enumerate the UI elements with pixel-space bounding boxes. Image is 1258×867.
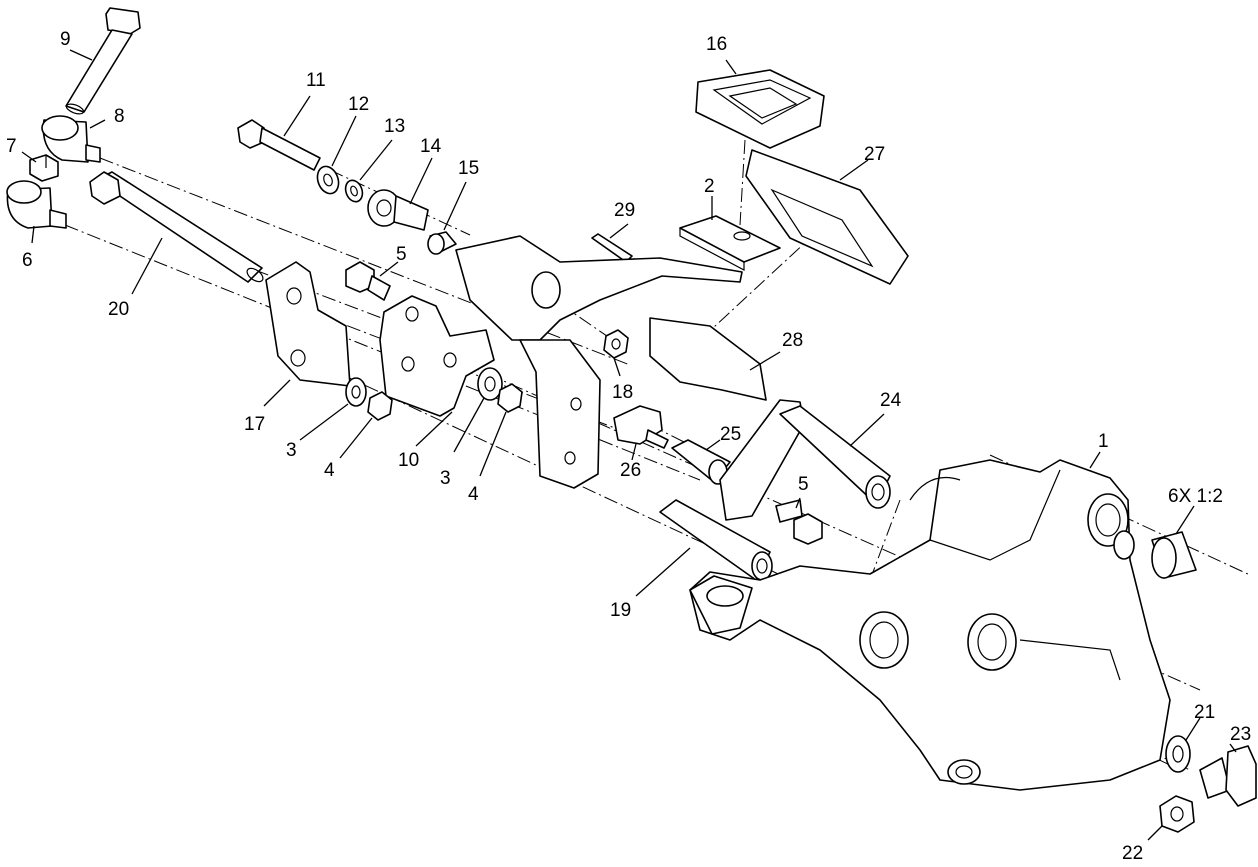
callout-12: 12 <box>348 94 369 115</box>
part-26-fitting <box>613 405 669 449</box>
part-9-bolt <box>65 7 141 115</box>
callout-9: 9 <box>60 29 71 50</box>
bushing-6x <box>1113 530 1197 579</box>
part-10-bracket <box>379 295 495 417</box>
part-23-bolt <box>1199 745 1257 807</box>
callout-5-upper: 5 <box>396 244 407 265</box>
part-17-bracket <box>265 261 351 387</box>
part-12-washer <box>316 165 340 195</box>
part-3-washer-right <box>477 367 503 401</box>
callout-1: 1 <box>1098 431 1109 452</box>
part-29-pin <box>591 233 633 263</box>
part-18-nut <box>603 329 629 359</box>
callout-27: 27 <box>864 144 885 165</box>
part-4-nut-right <box>497 383 523 413</box>
callout-16: 16 <box>706 34 727 55</box>
part-22-nut <box>1159 795 1195 833</box>
callout-6x-1-2: 6X 1:2 <box>1168 486 1223 507</box>
callout-20: 20 <box>108 299 129 320</box>
part-25-sleeve <box>671 439 731 485</box>
part-27-pedal <box>745 149 909 285</box>
part-13-washer <box>344 179 364 203</box>
part-4-nut-left <box>367 391 393 421</box>
pedal-arm <box>455 235 743 489</box>
callout-24: 24 <box>880 390 902 411</box>
part-7-nut <box>29 154 59 182</box>
leader-lines <box>21 49 1237 841</box>
callout-11: 11 <box>306 70 326 91</box>
part-24-lever <box>719 399 891 521</box>
part-15-bushing <box>427 231 457 255</box>
part-19-tube <box>659 499 773 581</box>
callout-15: 15 <box>458 158 479 179</box>
callout-3-left: 3 <box>286 440 297 461</box>
part-20-shaft <box>89 171 264 283</box>
callout-3-right: 3 <box>440 468 451 489</box>
callout-18: 18 <box>612 382 633 403</box>
callout-labels: 1 2 3 3 4 4 5 5 6 7 8 9 10 11 12 13 14 1… <box>6 29 1251 864</box>
part-14-rod-end <box>367 189 429 231</box>
part-3-washer-left <box>345 377 367 407</box>
callout-8: 8 <box>114 106 125 127</box>
callout-14: 14 <box>420 136 442 157</box>
callout-4-left: 4 <box>324 460 335 481</box>
callout-2: 2 <box>704 176 715 197</box>
callout-10: 10 <box>398 450 419 471</box>
part-21-washer <box>1165 735 1191 773</box>
callout-25: 25 <box>720 424 741 445</box>
callout-23: 23 <box>1230 724 1251 745</box>
callout-21: 21 <box>1194 702 1215 723</box>
callout-6: 6 <box>22 250 33 271</box>
part-8-spacer <box>41 115 101 163</box>
part-16-pedal-pad <box>695 69 825 149</box>
callout-19: 19 <box>610 600 631 621</box>
part-2-plate <box>679 215 781 271</box>
part-28-cover <box>649 317 767 401</box>
part-6-spacer <box>6 180 67 229</box>
callout-29: 29 <box>614 200 635 221</box>
callout-17: 17 <box>244 414 265 435</box>
callout-7: 7 <box>6 136 17 157</box>
part-1-main-housing <box>689 459 1171 791</box>
part-5-bolt-upper <box>345 261 391 301</box>
callout-4-right: 4 <box>468 484 479 505</box>
callout-22: 22 <box>1122 843 1143 864</box>
callout-13: 13 <box>384 116 405 137</box>
callout-28: 28 <box>782 330 803 351</box>
part-11-bolt <box>237 119 321 171</box>
callout-5-lower: 5 <box>798 474 809 495</box>
part-5-bolt-lower <box>775 499 823 545</box>
callout-26: 26 <box>620 460 641 481</box>
